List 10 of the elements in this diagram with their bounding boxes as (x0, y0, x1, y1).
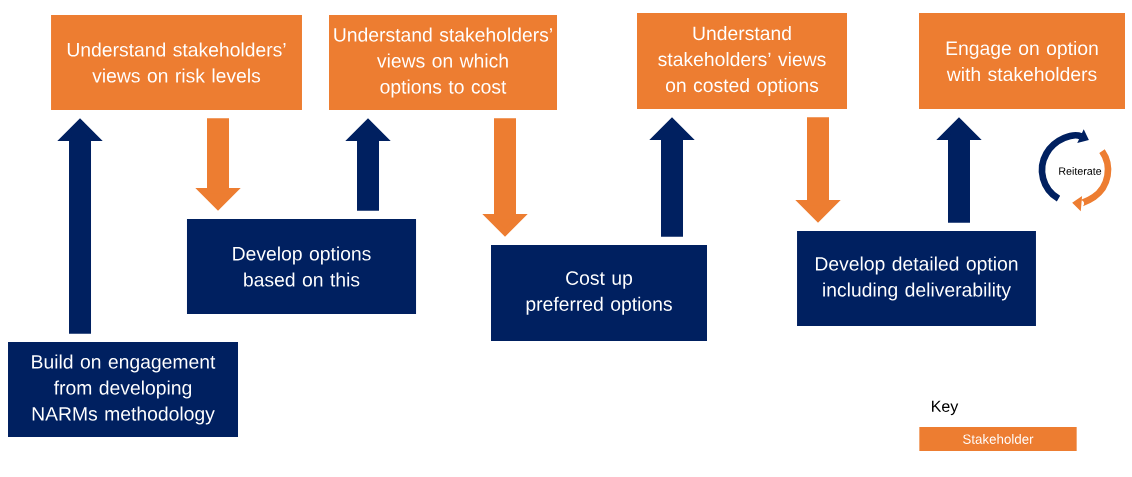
stakeholder-box: Understand stakeholders’ views on which options to cost (329, 15, 557, 110)
icon-label: Reiterate (1059, 167, 1102, 175)
task-box: Cost up preferred options (491, 245, 707, 341)
legend-title: Key (932, 400, 959, 416)
task-box: Develop options based on this (187, 219, 417, 314)
stakeholder-box: Engage on option with stakeholders (919, 13, 1125, 109)
stakeholder-box: Understand stakeholders’ views on risk levels (51, 15, 302, 110)
task-box: Develop detailed option including deliverability (797, 231, 1036, 326)
stakeholder-box: Understand stakeholders’ views on costed options (637, 13, 847, 109)
task-box: Build on engagement from developing NARMs methodology (8, 342, 238, 437)
